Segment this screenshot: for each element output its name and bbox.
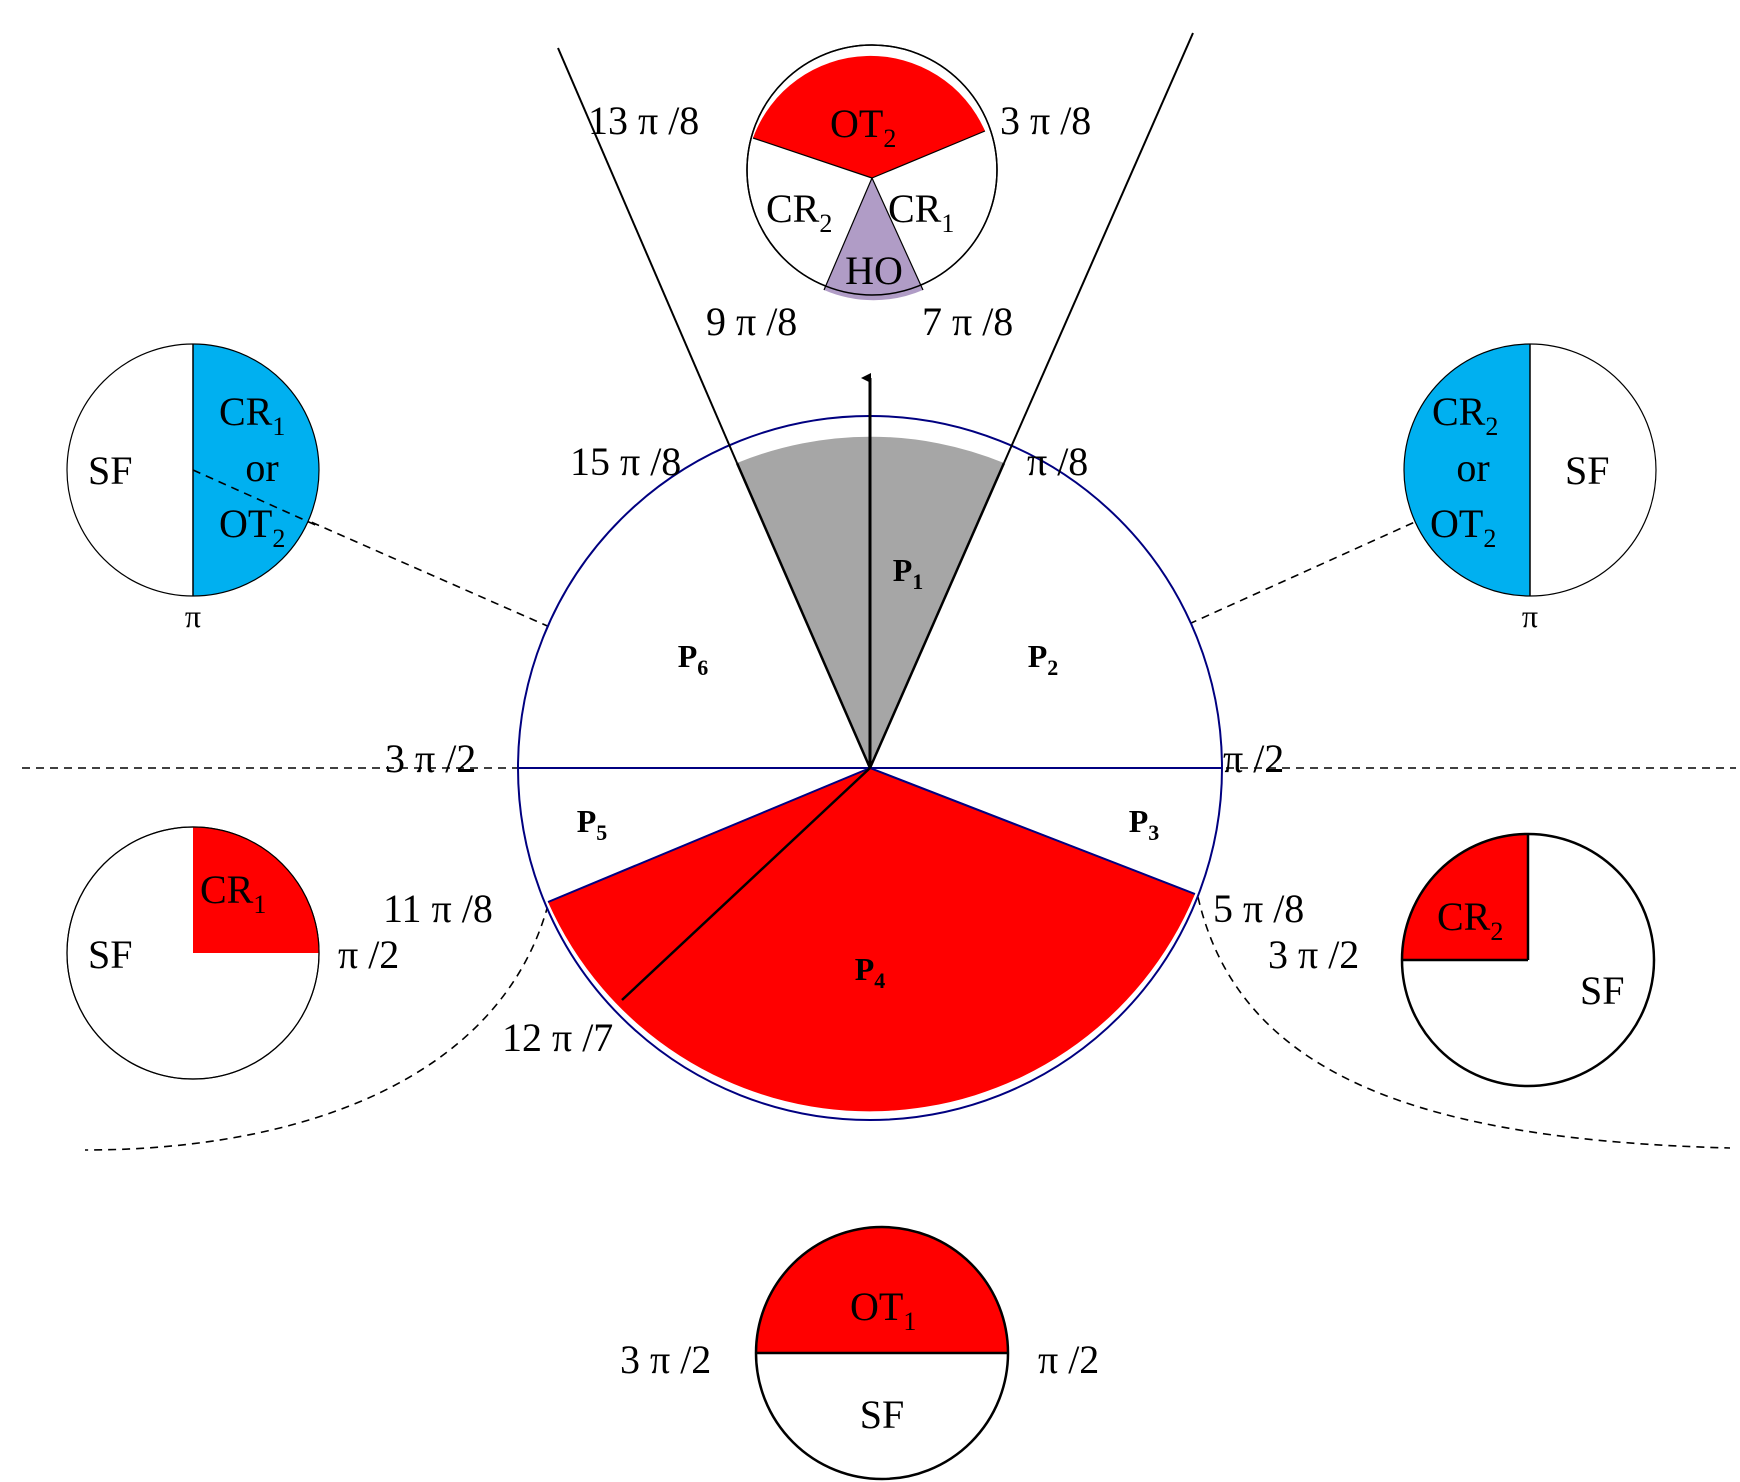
upper-left-inset-angle-pi: π: [185, 598, 201, 634]
angle-label-11pi8: 11 π /8: [383, 886, 493, 931]
bottom-inset-angle-pi2: π /2: [1038, 1337, 1099, 1382]
boundary-line-15pi8: [735, 462, 872, 769]
lower-left-dashed-boundary: [84, 904, 549, 1151]
region-label-p4: P4: [855, 951, 886, 993]
lower-left-inset-sf-label: SF: [88, 932, 133, 977]
bottom-inset-ot1-label: OT1: [850, 1284, 916, 1336]
bottom-inset-angle-3pi2: 3 π /2: [620, 1337, 711, 1382]
lower-right-inset-cr2-label: CR2: [1437, 894, 1503, 946]
lower-left-inset-angle-pi2: π /2: [338, 932, 399, 977]
angle-label-5pi8: 5 π /8: [1213, 886, 1304, 931]
upper-right-inset-angle-pi: π: [1522, 598, 1538, 634]
top-inset-ho-sector: [824, 178, 923, 301]
lower-right-inset-cr2-quadrant: [1402, 834, 1528, 960]
angle-label-15pi8: 15 π /8: [570, 439, 681, 484]
top-inset-angle-7pi8: 7 π /8: [922, 299, 1013, 344]
upper-right-inset-or-label: or: [1456, 445, 1489, 490]
angle-label-12pi7: 12 π /7: [502, 1015, 613, 1060]
lower-right-dashed-boundary: [1197, 896, 1731, 1149]
lower-left-inset-cr1-quadrant: [193, 827, 319, 953]
upper-left-inset-blue-half: [193, 344, 319, 596]
lower-left-inset-cr1-label: CR1: [200, 867, 266, 919]
top-inset-angle-3pi8: 3 π /8: [1000, 98, 1091, 143]
boundary-line-11pi8: [547, 767, 871, 903]
upper-left-inset-cr1-label: CR1: [219, 389, 285, 441]
angle-label-pi2: π /2: [1223, 736, 1284, 781]
lower-left-inset: CR1 SF π /2: [66, 826, 399, 1080]
bottom-inset-ot1-half: [756, 1227, 1008, 1353]
boundary-line-5pi8: [869, 767, 1196, 895]
region-label-p2: P2: [1028, 638, 1059, 680]
lower-right-inset-sf-label: SF: [1580, 968, 1625, 1013]
top-inset-ot2-sector: [753, 55, 985, 179]
upper-left-inset: SF CR1 or OT2 π: [66, 343, 321, 634]
top-inset-ot2-label: OT2: [830, 101, 896, 153]
top-inset-boundary-right: [871, 130, 986, 179]
upper-right-inset-blue-half: [1404, 344, 1530, 596]
top-inset-cr2-label: CR2: [766, 186, 832, 238]
top-inset-ho-label: HO: [845, 248, 903, 293]
region-p4-sector: [548, 768, 1195, 1112]
funnel-line-left: [557, 47, 738, 464]
upper-right-inset-cr2-label: CR2: [1432, 389, 1498, 441]
lower-left-inset-outline: [66, 826, 320, 1080]
boundary-line-12pi7: [621, 767, 871, 1001]
upper-left-inset-outline: [66, 343, 320, 597]
lower-right-inset-angle-3pi2: 3 π /2: [1268, 932, 1359, 977]
top-inset-boundary-left: [752, 137, 873, 179]
top-inset-cr1-label: CR1: [888, 186, 954, 238]
bottom-inset-sf-label: SF: [860, 1392, 905, 1437]
boundary-line-pi8: [868, 462, 1006, 769]
top-inset-angle-13pi8: 13 π /8: [588, 98, 699, 143]
top-inset-outline: [746, 44, 998, 296]
top-inset: OT2 CR2 CR1 HO 13 π /8 3 π /8 9 π /8 7 π…: [588, 44, 1091, 344]
region-label-p5: P5: [577, 803, 608, 845]
bottom-inset: OT1 SF 3 π /2 π /2: [620, 1225, 1099, 1481]
region-label-p3: P3: [1129, 803, 1160, 845]
top-inset-angle-9pi8: 9 π /8: [706, 299, 797, 344]
upper-right-inset-sf-label: SF: [1565, 448, 1610, 493]
main-circle: [517, 373, 1223, 1121]
upper-right-inset: SF CR2 or OT2 π: [1403, 343, 1657, 634]
upper-left-inset-sf-label: SF: [88, 448, 133, 493]
region-label-p6: P6: [678, 638, 709, 680]
angle-label-pi8: π /8: [1027, 439, 1088, 484]
upper-left-inset-ot2-label: OT2: [219, 501, 285, 553]
angle-label-3pi2: 3 π /2: [385, 736, 476, 781]
top-inset-boundary-lower-left: [823, 177, 873, 291]
top-inset-boundary-lower-right: [871, 177, 924, 291]
upper-right-inset-outline: [1403, 343, 1657, 597]
lower-right-inset: CR2 SF 3 π /2: [1268, 832, 1656, 1088]
upper-right-inset-ot2-label: OT2: [1430, 501, 1496, 553]
upper-left-inset-or-label: or: [245, 445, 278, 490]
funnel-line-right: [1003, 32, 1194, 464]
upper-left-inset-dashed-overlay: [192, 469, 321, 528]
region-label-p1: P1: [893, 552, 924, 594]
